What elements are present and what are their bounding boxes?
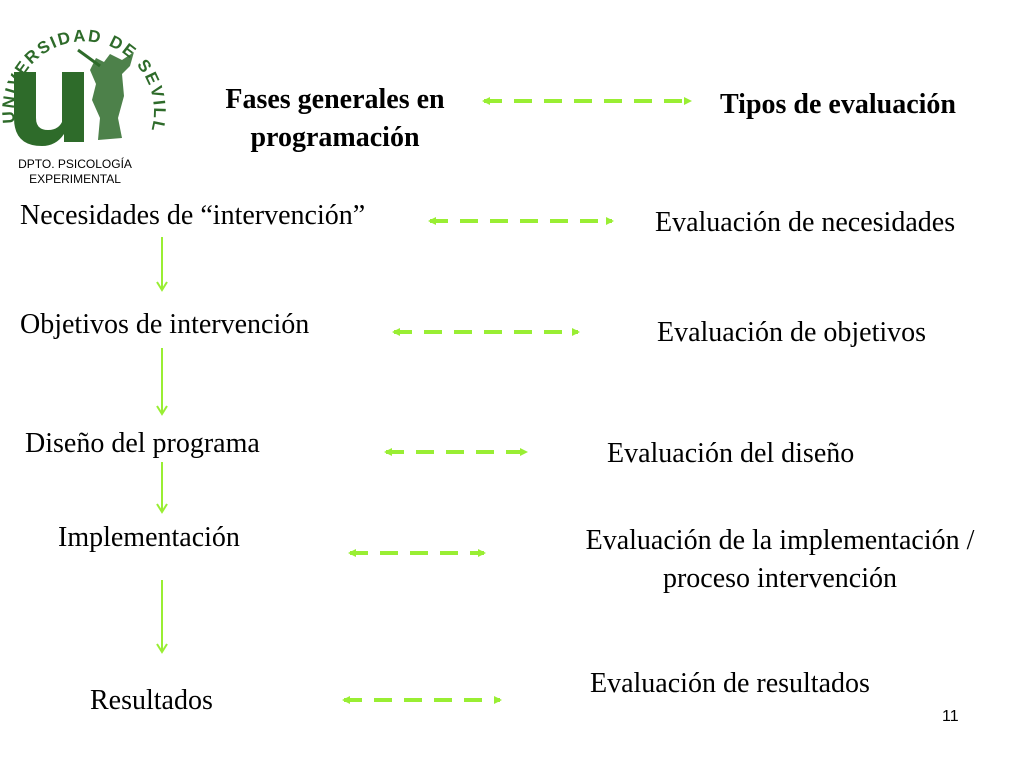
- department-line2: EXPERIMENTAL: [29, 172, 121, 186]
- flow-arrow-4-head: [156, 643, 168, 654]
- eval-implementation: Evaluación de la implementación / proces…: [545, 522, 1015, 598]
- logo-figure-icon: [90, 52, 134, 140]
- phase-results: Resultados: [90, 685, 213, 716]
- logo-letter-u: [14, 72, 84, 146]
- flow-arrow-2-head: [156, 405, 168, 416]
- eval-needs: Evaluación de necesidades: [655, 207, 956, 238]
- phases-header-line2: programación: [250, 122, 420, 153]
- phase-needs: Necesidades de “intervención”: [20, 200, 366, 231]
- flow-arrow-3-head: [156, 503, 168, 514]
- phase-objectives: Objetivos de intervención: [20, 309, 310, 340]
- phase-implementation: Implementación: [58, 522, 240, 553]
- phase-design: Diseño del programa: [25, 428, 260, 459]
- phases-header: Fases generales en programación: [190, 81, 480, 157]
- eval-implementation-line1: Evaluación de la implementación /: [585, 525, 975, 556]
- department-label: DPTO. PSICOLOGÍA EXPERIMENTAL: [0, 157, 150, 187]
- eval-implementation-line2: proceso intervención: [662, 563, 898, 594]
- phases-header-line1: Fases generales en: [225, 84, 445, 115]
- flow-arrow-1-head: [156, 281, 168, 292]
- department-line1: DPTO. PSICOLOGÍA: [18, 157, 132, 171]
- university-logo: UNIVERSIDAD DE SEVILLA: [0, 0, 167, 146]
- types-header: Tipos de evaluación: [720, 89, 956, 120]
- eval-objectives: Evaluación de objetivos: [657, 317, 927, 348]
- slide-number: 11: [942, 708, 959, 725]
- eval-results: Evaluación de resultados: [590, 668, 870, 699]
- eval-design: Evaluación del diseño: [607, 438, 855, 469]
